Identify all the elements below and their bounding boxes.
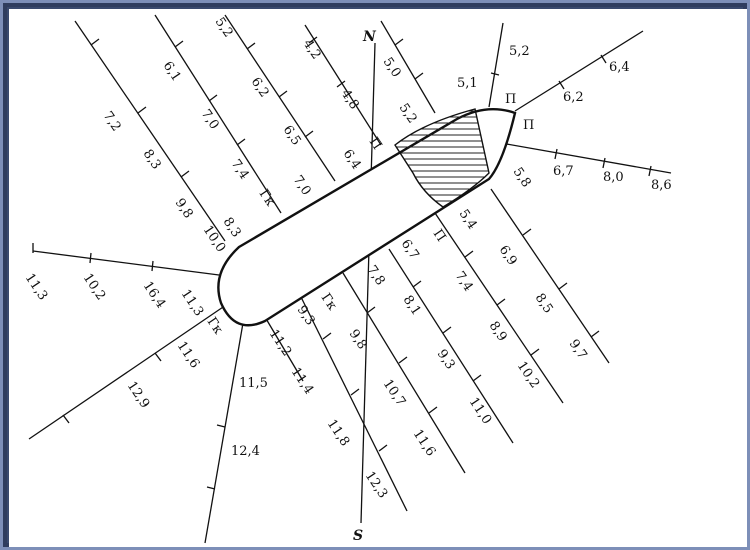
ship-outline — [217, 107, 517, 327]
upper-line-2-label: 8,3 — [220, 215, 244, 241]
stern-ray-lower-left-label: 12,9 — [124, 379, 153, 411]
upper-line-4-label: 4,2 — [300, 37, 324, 63]
bow-ray-up-label: 5,2 — [509, 44, 530, 59]
upper-line-5-label: П — [366, 135, 385, 153]
stern-ray-lower-left: Гк 11,6 12,9 — [28, 302, 230, 440]
bow-ray-right: П 6,2 6,4 — [505, 30, 644, 112]
upper-line-1-label: 8,3 — [140, 147, 164, 173]
upper-line-3-label: 6,2 — [248, 75, 272, 101]
stern-ray-left-label: 16,4 — [140, 279, 169, 311]
lower-line-4-label: 11,6 — [410, 427, 439, 459]
lower-line-2-label: 7,4 — [452, 269, 476, 295]
upper-line-2-label: 7,0 — [198, 107, 222, 133]
lower-line-4-label: 7,8 — [364, 263, 388, 289]
stern-ray-left-label: 11,3 — [22, 271, 51, 303]
stern-ray-down-label: 12,4 — [231, 444, 260, 459]
bow-ray-up: 5,1 5,2 — [457, 22, 530, 108]
lower-line-1-label: 5,4 — [456, 207, 480, 233]
bow-ray-lower-label: 5,8 — [510, 165, 534, 191]
stern-ray-left-label: 10,2 — [80, 271, 109, 303]
upper-line-1-label: 9,8 — [172, 196, 196, 222]
upper-line-3-label: 7,0 — [290, 173, 314, 199]
bow-ray-right-label: 6,4 — [609, 60, 630, 75]
lower-line-5-label: 11,4 — [288, 365, 317, 397]
upper-line-3-label: 5,2 — [212, 15, 236, 41]
ship-bearing-diagram: N S 7,2 8,3 9,8 6,1 7,0 7,4 8,3 — [22, 14, 672, 544]
bow-ray-lower-label: 6,7 — [553, 164, 574, 179]
lower-line-5-label: Гк — [318, 291, 340, 313]
upper-line-5: 5,0 5,2 П — [366, 20, 436, 153]
lower-line-5-label: 12,3 — [362, 469, 391, 501]
south-label: S — [353, 528, 363, 544]
stern-ray-lower-left-label: 11,6 — [174, 339, 203, 371]
upper-line-2-label: 6,1 — [160, 59, 184, 85]
lower-line-1-label: 6,9 — [496, 243, 520, 269]
lower-line-3-label: 6,7 — [398, 237, 422, 263]
meridian-line — [360, 42, 376, 524]
bow-ray-lower: 5,8 6,7 8,0 8,6 — [500, 142, 672, 193]
lower-line-5-label: 11,8 — [324, 417, 353, 449]
upper-line-4-label: 6,4 — [340, 147, 364, 173]
upper-line-5-label: 5,0 — [380, 55, 404, 81]
upper-line-1-label: 7,2 — [100, 109, 124, 135]
diagram-canvas: N S 7,2 8,3 9,8 6,1 7,0 7,4 8,3 — [9, 9, 747, 547]
lower-line-1-label: 9,7 — [566, 337, 590, 363]
lower-line-6-label: 11,2 — [266, 327, 295, 359]
lower-line-2-label: 10,2 — [514, 359, 543, 391]
upper-line-5-label: 5,2 — [396, 101, 420, 127]
bow-ray-up-label: 5,1 — [457, 76, 478, 91]
north-label: N — [362, 29, 377, 45]
upper-line-3-label: 6,5 — [280, 123, 304, 149]
upper-line-4: 4,2 4,8 6,4 — [300, 24, 382, 173]
bow-ray-lower-label: 8,0 — [603, 170, 624, 185]
lower-line-1-label: 8,5 — [532, 291, 556, 317]
stern-ray-down-label: 11,5 — [239, 376, 268, 391]
upper-line-1: 7,2 8,3 9,8 — [74, 20, 226, 242]
lower-line-1: 5,4 6,9 8,5 9,7 — [456, 188, 610, 364]
stern-ray-left: 11,3 10,2 16,4 11,3 — [22, 243, 220, 319]
bow-ray-right-label: П — [505, 92, 516, 107]
bow-ray-lower-label: 8,6 — [651, 178, 672, 193]
stern-ray-down: 11,5 12,4 — [204, 322, 268, 544]
lower-line-4-label: 10,7 — [380, 377, 409, 409]
upper-line-3-label: Гк — [256, 187, 278, 209]
bow-marker: П — [523, 118, 534, 133]
bow-ray-right-label: 6,2 — [563, 90, 584, 105]
stern-ray-left-label: 11,3 — [178, 287, 207, 319]
lower-line-2-label: 8,9 — [486, 319, 510, 345]
lower-line-3-label: 11,0 — [466, 395, 495, 427]
